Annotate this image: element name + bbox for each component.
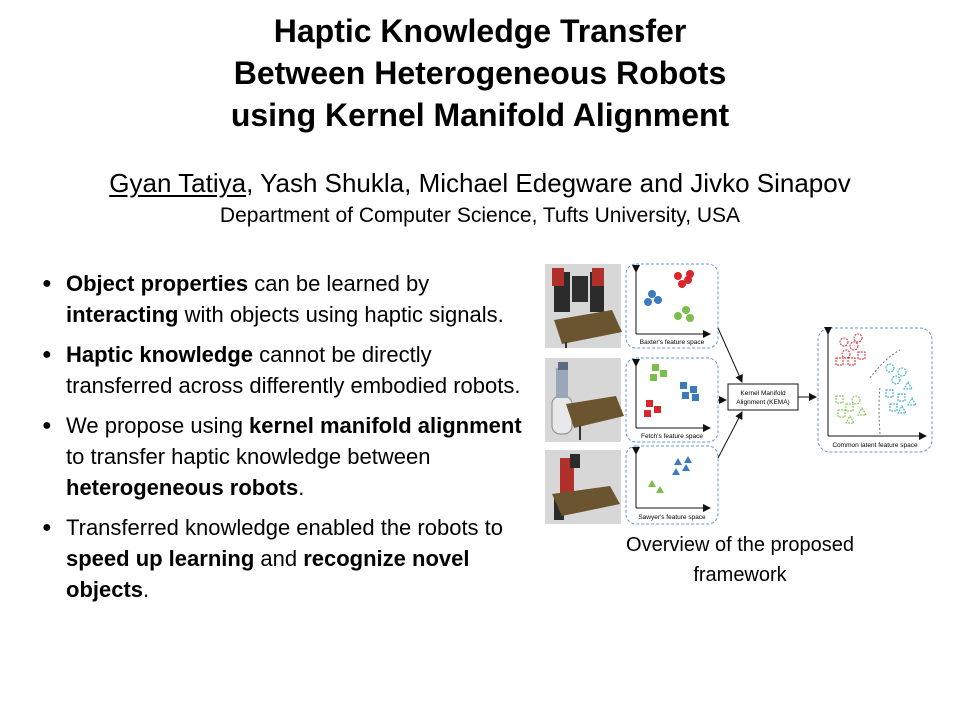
common-panel-label: Common latent feature space xyxy=(832,442,918,449)
bullet-emphasis: Haptic knowledge xyxy=(66,342,254,367)
baxter-feature-panel: Baxter's feature space xyxy=(625,263,719,349)
bullet-dot-icon: ● xyxy=(42,275,52,292)
sawyer-panel-label: Sawyer's feature space xyxy=(638,514,706,521)
bullet-item: ● Object properties can be learned by int… xyxy=(38,268,538,330)
common-latent-panel: Common latent feature space xyxy=(817,327,933,453)
bullet-text: with objects using haptic signals. xyxy=(178,302,504,327)
bullet-list: ● Object properties can be learned by int… xyxy=(38,268,538,614)
author-list: Gyan Tatiya, Yash Shukla, Michael Edegwa… xyxy=(0,166,960,200)
title-line-3: using Kernel Manifold Alignment xyxy=(230,97,730,133)
title-line-2: Between Heterogeneous Robots xyxy=(233,55,727,91)
sawyer-to-kema-arrow xyxy=(717,411,743,459)
baxter-to-kema-arrow xyxy=(717,327,743,383)
caption-line-2: framework xyxy=(693,564,787,586)
bullet-dot-icon: ● xyxy=(42,417,52,434)
bullet-text: . xyxy=(298,475,305,500)
bullet-text: to transfer haptic knowledge between xyxy=(66,444,431,469)
presenting-author: Gyan Tatiya xyxy=(109,168,247,198)
bullet-text: cannot be directly transferred across di… xyxy=(66,342,521,398)
affiliation: Department of Computer Science, Tufts Un… xyxy=(219,204,741,227)
kema-box: Kernel Manifold Alignment (KEMA) xyxy=(727,383,799,411)
bullet-dot-icon: ● xyxy=(42,346,52,363)
bullet-emphasis: kernel manifold alignment xyxy=(249,413,522,438)
bullet-emphasis: interacting xyxy=(66,302,179,327)
bullet-item: ● We propose using kernel manifold alignm… xyxy=(38,410,538,503)
figure-caption: Overview of the proposed framework xyxy=(560,530,920,590)
bullet-emphasis: speed up learning xyxy=(66,546,255,571)
co-authors: , Yash Shukla, Michael Edegware and Jivk… xyxy=(246,168,851,198)
title-line-1: Haptic Knowledge Transfer xyxy=(273,13,687,49)
bullet-text: . xyxy=(143,577,150,602)
baxter-panel-label: Baxter's feature space xyxy=(640,339,705,346)
fetch-robot-image xyxy=(545,358,624,442)
kema-label-line-1: Kernel Manifold xyxy=(740,390,786,397)
bullet-text: We propose using xyxy=(66,413,250,438)
bullet-text: and xyxy=(254,546,304,571)
slide-title: Haptic Knowledge Transfer Between Hetero… xyxy=(0,10,960,136)
kema-label-line-2: Alignment (KEMA) xyxy=(736,399,789,406)
bullet-emphasis: heterogeneous robots xyxy=(66,475,299,500)
sawyer-robot-image xyxy=(545,450,621,524)
bullet-item: ● Haptic knowledge cannot be directly tra… xyxy=(38,339,538,401)
fetch-panel-label: Fetch's feature space xyxy=(641,433,703,440)
bullet-item: ● Transferred knowledge enabled the robot… xyxy=(38,512,538,605)
bullet-emphasis: recognize novel objects xyxy=(66,546,470,602)
caption-line-1: Overview of the proposed xyxy=(626,534,854,556)
bullet-text: Transferred knowledge enabled the robots… xyxy=(66,515,504,540)
sawyer-feature-panel: Sawyer's feature space xyxy=(625,445,719,525)
bullet-emphasis: Object properties xyxy=(66,271,249,296)
bullet-dot-icon: ● xyxy=(42,519,52,536)
fetch-feature-panel: Fetch's feature space xyxy=(625,357,719,443)
framework-figure: Baxter's feature space Fetch's feature s… xyxy=(545,263,933,525)
baxter-robot-image xyxy=(545,264,622,348)
bullet-text: can be learned by xyxy=(248,271,430,296)
